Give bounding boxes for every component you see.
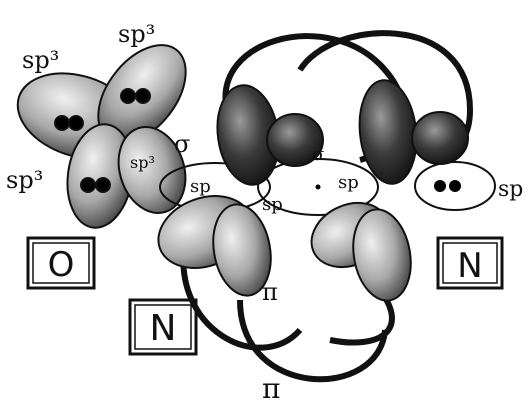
electron — [136, 89, 150, 103]
p-lobe-upper-side — [412, 112, 468, 164]
label-o-sp3-left: sp³ — [6, 166, 43, 194]
label-sp-n1-left: sp — [190, 176, 211, 197]
electron — [449, 180, 461, 192]
electron — [434, 180, 446, 192]
nucleus-dot — [316, 185, 321, 190]
label-sp-n2-right: sp — [498, 177, 523, 202]
electron — [69, 116, 83, 130]
electron — [81, 178, 95, 192]
atom-box-nitrogen-right: N — [438, 238, 502, 288]
atom-box-nitrogen-center: N — [130, 300, 196, 354]
label-o-sp3-center: sp³ — [130, 153, 155, 172]
label-sp-n1-right: sp — [262, 194, 283, 215]
label-o-sp3-top-left: sp³ — [22, 46, 59, 74]
electron — [55, 116, 69, 130]
electron — [121, 89, 135, 103]
label-sigma-o-n: σ — [174, 130, 190, 158]
label-o-sp3-top-right: sp³ — [118, 20, 155, 48]
atom-label-nitrogen-center: N — [150, 308, 177, 349]
label-pi-lower: π — [262, 372, 280, 404]
electron — [96, 178, 110, 192]
atom-label-nitrogen-right: N — [457, 246, 482, 286]
label-pi-upper: π — [262, 278, 278, 306]
atom-box-oxygen: O — [28, 238, 94, 288]
atom-label-oxygen: O — [48, 245, 75, 285]
label-sp-n2-left: sp — [338, 172, 359, 193]
label-sigma-n-n: σ — [312, 144, 324, 165]
